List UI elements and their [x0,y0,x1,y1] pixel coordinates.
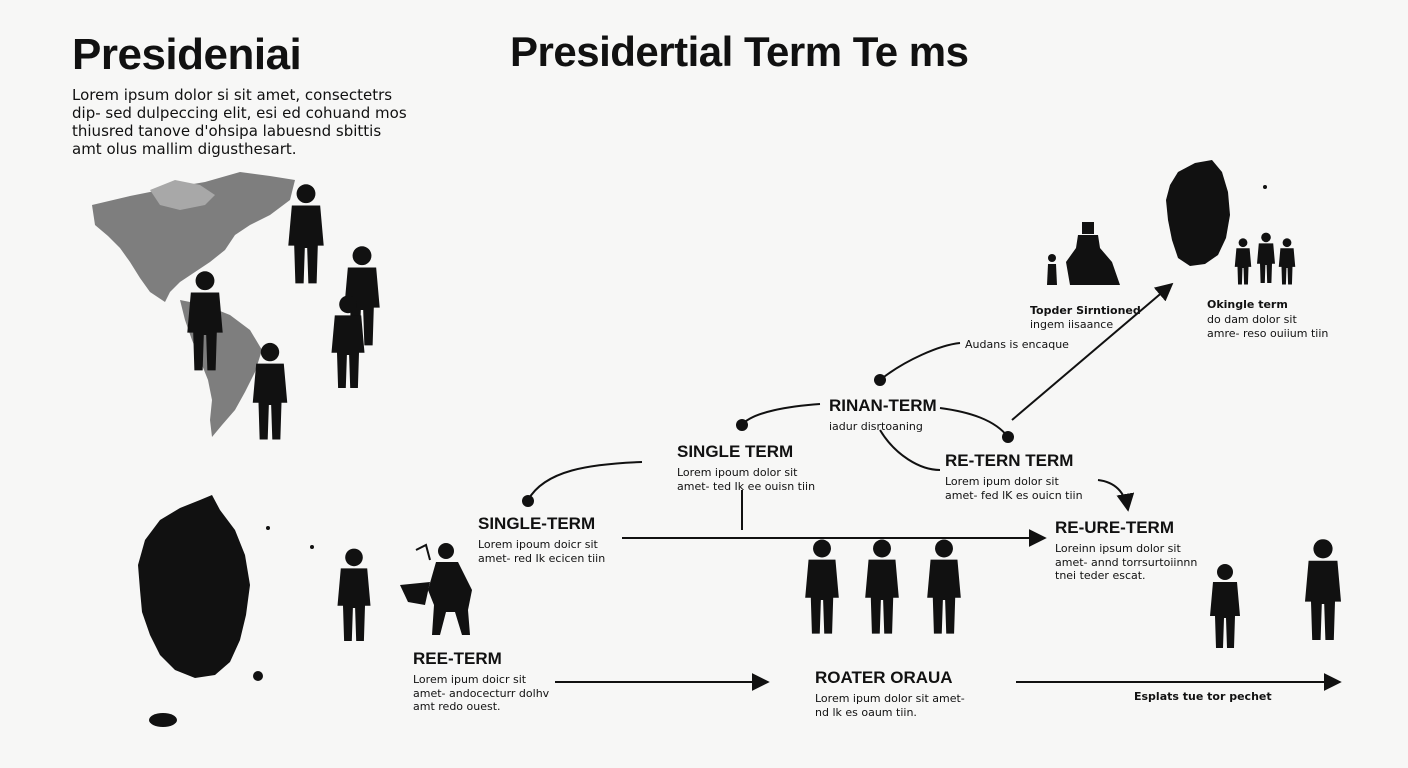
left-title: Presideniai [72,30,302,79]
page-title: Presidertial Term Te ms [510,28,969,75]
node-dots [522,374,1014,507]
node-title: ROATER ORAUA [815,668,953,687]
node-description: Lorem ipoum doicr sit amet- red Ik ecice… [478,538,606,565]
connector-lines [527,282,1342,691]
node-description: Loreinn ipsum dolor sit amet- annd torrs… [1055,542,1198,582]
topper-label: Topder Sirntioned [1030,304,1141,317]
monument-icon [1047,222,1120,285]
node-re-tern-term: RE-TERN TERM Lorem ipum dolor sit amet- … [945,451,1085,502]
node-title: RINAN-TERM [829,396,937,415]
node-title: RE-TERN TERM [945,451,1074,470]
node-description: Lorem ipoum dolor sit amet- ted Ik ee ou… [677,466,816,493]
people-pair-right [1210,539,1341,648]
person-working-icon [400,543,472,635]
node-description: Lorem ipum dolor sit amet- fed lK es oui… [945,475,1083,502]
node-title: REE-TERM [413,649,502,668]
person-icon [337,548,371,641]
node-rinan-term: RINAN-TERM iadur disrtoaning [829,396,949,434]
audans-label: Audans is encaque [965,338,1069,351]
country-map-icon [1166,160,1267,266]
okingle-term-desc: do dam dolor sit amre- reso ouiium tiin [1207,313,1329,340]
node-description: iadur disrtoaning [829,420,923,433]
node-title: RE-URE-TERM [1055,518,1174,537]
people-group-center [805,539,961,634]
country-map-icon [138,495,314,727]
node-roater-oraua: ROATER ORAUA Lorem ipum dolor sit amet- … [815,668,965,719]
node-ree-term: REE-TERM Lorem ipum doicr sit amet- ando… [413,649,553,714]
intro-paragraph: Lorem ipsum dolor si sit amet, consectet… [72,86,407,158]
node-re-ure-term: RE-URE-TERM Loreinn ipsum dolor sit amet… [1055,518,1210,583]
node-description: Lorem ipum doicr sit amet- andocecturr d… [413,673,550,713]
node-single-term-left: SINGLE-TERM Lorem ipoum doicr sit amet- … [478,514,618,565]
node-single-term-mid: SINGLE TERM Lorem ipoum dolor sit amet- … [677,442,817,493]
node-title: SINGLE TERM [677,442,794,461]
node-title: SINGLE-TERM [478,514,596,533]
explats-label: Esplats tue tor pechet [1134,690,1272,703]
people-group-top-right [1234,232,1296,285]
topper-sublabel: ingem iisaance [1030,318,1114,331]
node-description: Lorem ipum dolor sit amet- nd lk es oaum… [815,692,965,719]
okingle-term-title: Okingle term [1207,298,1288,311]
